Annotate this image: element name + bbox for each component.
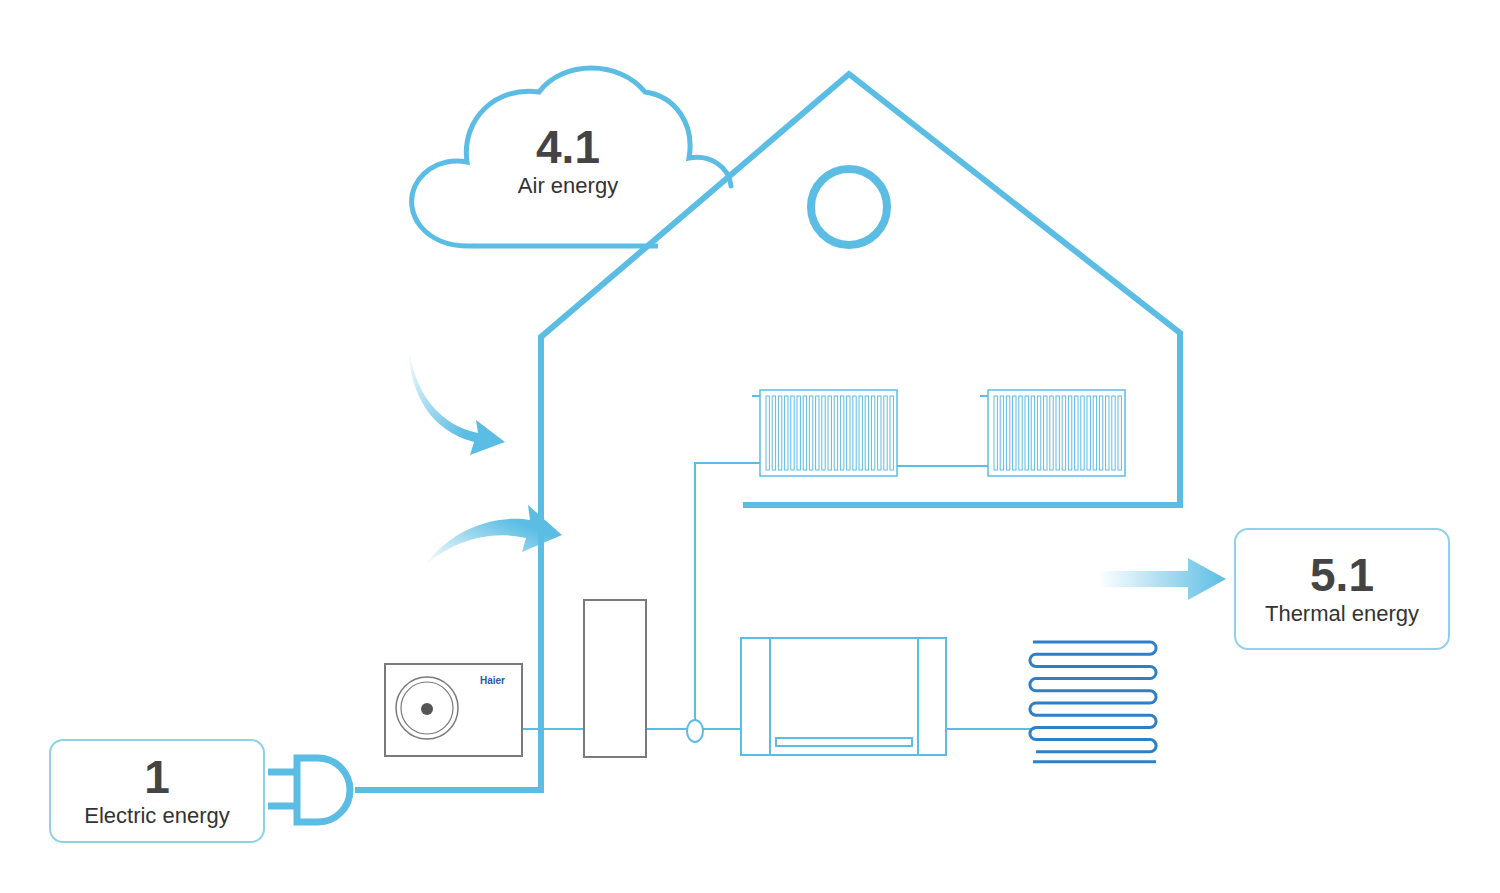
radiator bbox=[752, 390, 897, 476]
radiator-fin bbox=[816, 396, 819, 470]
energy-value: 5.1 bbox=[1310, 550, 1374, 600]
energy-value: 1 bbox=[144, 752, 170, 802]
energy-box: 5.1Thermal energy bbox=[1234, 528, 1450, 650]
radiator-fin bbox=[766, 396, 769, 470]
radiator-fin bbox=[890, 396, 893, 470]
radiator-fin bbox=[778, 396, 781, 470]
radiator-fin bbox=[1037, 396, 1040, 470]
energy-value: 4.1 bbox=[536, 122, 600, 172]
brand-logo: Haier bbox=[480, 675, 505, 686]
radiator-fin bbox=[1075, 396, 1078, 470]
radiator-fin bbox=[1031, 396, 1034, 470]
house-outline bbox=[355, 74, 1180, 790]
outdoor-unit bbox=[385, 664, 522, 756]
radiator-fin bbox=[1118, 396, 1121, 470]
radiator bbox=[980, 390, 1125, 476]
radiator-fin bbox=[1062, 396, 1065, 470]
radiator-fin bbox=[1013, 396, 1016, 470]
energy-label: Thermal energy bbox=[1265, 600, 1419, 628]
air-arrow bbox=[425, 505, 562, 565]
radiator-fin bbox=[1068, 396, 1071, 470]
radiator-fin bbox=[859, 396, 862, 470]
radiator-fin bbox=[865, 396, 868, 470]
air-arrow bbox=[408, 345, 505, 455]
energy-box: 1Electric energy bbox=[49, 739, 265, 843]
radiator-fin bbox=[1099, 396, 1102, 470]
water-tank bbox=[584, 600, 646, 757]
radiator-fin bbox=[871, 396, 874, 470]
radiator-fin bbox=[828, 396, 831, 470]
radiator-fin bbox=[1056, 396, 1059, 470]
radiator-fin bbox=[1093, 396, 1096, 470]
radiator-fin bbox=[1050, 396, 1053, 470]
radiator-fin bbox=[1044, 396, 1047, 470]
radiator-fin bbox=[847, 396, 850, 470]
radiator-fin bbox=[822, 396, 825, 470]
radiator-fin bbox=[772, 396, 775, 470]
floor-heating-coil bbox=[1030, 642, 1156, 762]
coil-tube bbox=[1030, 642, 1156, 752]
radiator-fin bbox=[884, 396, 887, 470]
heat-arrow bbox=[1098, 558, 1226, 600]
energy-label: Air energy bbox=[518, 172, 618, 200]
radiator-fin bbox=[994, 396, 997, 470]
round-window bbox=[811, 169, 887, 245]
energy-label: Electric energy bbox=[84, 802, 230, 830]
radiator-fin bbox=[1112, 396, 1115, 470]
power-plug bbox=[268, 758, 350, 822]
air-cloud: 4.1Air energy bbox=[403, 62, 733, 250]
radiator-fin bbox=[803, 396, 806, 470]
radiator-fin bbox=[1106, 396, 1109, 470]
cloud-outline bbox=[412, 68, 731, 246]
radiator-fin bbox=[1000, 396, 1003, 470]
radiator-fin bbox=[797, 396, 800, 470]
cloud-outline bbox=[473, 244, 658, 249]
radiator-fin bbox=[1019, 396, 1022, 470]
radiator-fin bbox=[1087, 396, 1090, 470]
indoor-unit bbox=[741, 638, 946, 755]
radiator-fin bbox=[785, 396, 788, 470]
radiator-fin bbox=[809, 396, 812, 470]
radiator-fin bbox=[1006, 396, 1009, 470]
radiator-fin bbox=[1025, 396, 1028, 470]
radiator-fin bbox=[791, 396, 794, 470]
coil-tube bbox=[1033, 760, 1156, 763]
radiator-fin bbox=[853, 396, 856, 470]
radiator-fin bbox=[834, 396, 837, 470]
radiator-fin bbox=[1081, 396, 1084, 470]
radiator-fin bbox=[878, 396, 881, 470]
radiator-fin bbox=[840, 396, 843, 470]
